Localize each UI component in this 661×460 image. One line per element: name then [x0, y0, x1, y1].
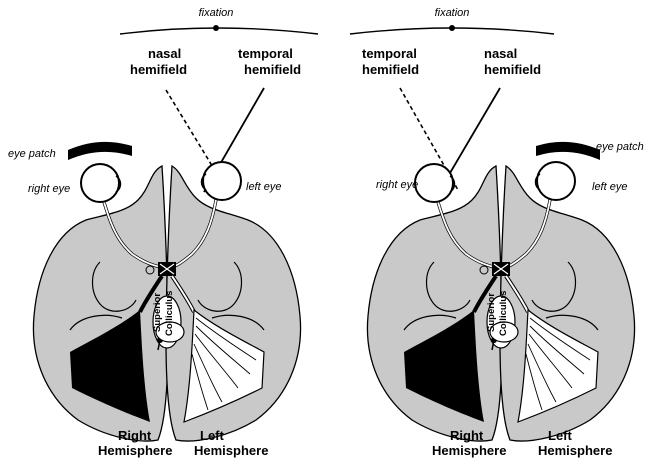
left-hemisphere-line1: Left: [200, 428, 225, 443]
right-hemisphere-line2: Hemisphere: [98, 443, 172, 458]
temporal-hemifield-line1: temporal: [238, 46, 293, 61]
fixation-label: fixation: [199, 7, 234, 19]
fixation-point: [213, 25, 219, 31]
left-panel: fixation nasal hemifield temporal hemifi…: [8, 7, 318, 458]
fixation-label: fixation: [435, 7, 470, 19]
colliculus-label: Colliculus: [164, 291, 175, 336]
nasal-hemifield-line1: nasal: [148, 46, 181, 61]
eye-patch-icon: [68, 142, 132, 160]
nasal-hemifield-line1: nasal: [484, 46, 517, 61]
right-hemisphere-line1: Right: [450, 428, 484, 443]
temporal-hemifield-line1: temporal: [362, 46, 417, 61]
left-hemisphere-line1: Left: [548, 428, 573, 443]
superior-label: Superior: [152, 293, 163, 332]
eye-patch-label: eye patch: [596, 141, 644, 153]
right-hemisphere-line2: Hemisphere: [432, 443, 506, 458]
left-eye-label: left eye: [246, 181, 281, 193]
left-eye-label: left eye: [592, 181, 627, 193]
nasal-hemifield-line2: hemifield: [484, 62, 541, 77]
right-eye-label: right eye: [28, 183, 70, 195]
left-hemisphere-line2: Hemisphere: [194, 443, 268, 458]
temporal-hemifield-line2: hemifield: [244, 62, 301, 77]
eye-patch-label: eye patch: [8, 148, 56, 160]
nasal-hemifield-line2: hemifield: [130, 62, 187, 77]
right-eye-label: right eye: [376, 179, 418, 191]
fixation-arc: [120, 28, 318, 34]
superior-label: Superior: [486, 293, 497, 332]
temporal-hemifield-line2: hemifield: [362, 62, 419, 77]
left-hemisphere-line2: Hemisphere: [538, 443, 612, 458]
colliculus-label: Colliculus: [498, 291, 509, 336]
right-panel: fixation temporal hemifield nasal hemifi…: [350, 7, 644, 458]
fixation-point: [449, 25, 455, 31]
eye-patch-icon: [536, 142, 600, 160]
right-hemisphere-line1: Right: [118, 428, 152, 443]
